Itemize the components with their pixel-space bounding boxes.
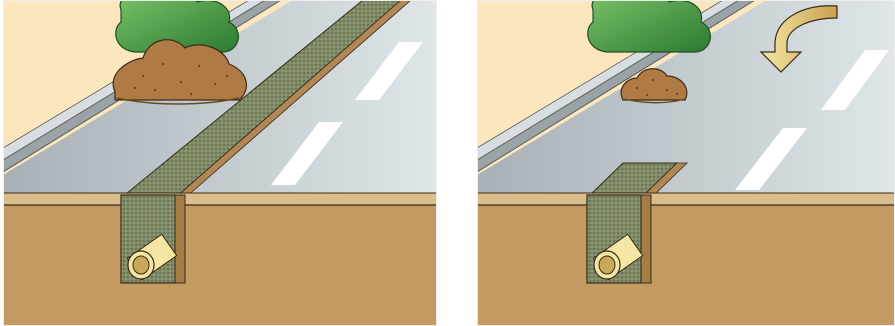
ground-top-edge [477,193,895,205]
trench-side-wall [175,195,185,283]
panel-right-illustration [477,0,895,326]
bush [588,0,711,52]
panel-left-long-trench [3,0,437,326]
panel-right-short-trench [477,0,895,326]
ground-cross-section [477,205,895,326]
panel-left-illustration [3,0,437,326]
trench-side-wall [641,195,651,283]
ground-top-edge [3,193,437,205]
ground-cross-section [3,205,437,326]
